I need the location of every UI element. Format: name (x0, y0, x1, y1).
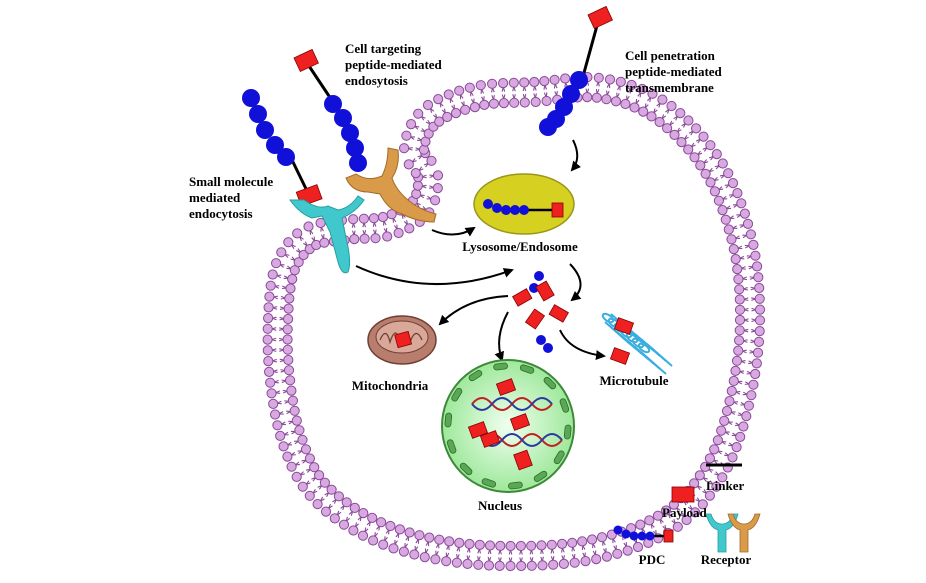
arrow-penetration-to-lysosome (570, 139, 581, 172)
lysosome-label: Lysosome/Endosome (462, 239, 578, 254)
lysosome-pdc-peptide (483, 199, 529, 215)
arrow-targeting-to-lysosome (431, 226, 476, 237)
receptor-cyan (289, 195, 365, 274)
receptor-orange (345, 147, 437, 223)
legend-linker-label: Linker (706, 478, 745, 493)
arrow-release-to-mitochondria (438, 295, 509, 326)
small-molecule-pdc (242, 89, 323, 207)
legend-pdc-label: PDC (639, 552, 666, 567)
microtubule-label: Microtubule (599, 373, 668, 388)
cell-penetration-label: Cell penetration peptide-mediated transm… (625, 48, 725, 95)
pathway-arrows (355, 139, 606, 362)
dna-helix-1 (471, 397, 553, 411)
microtubule (601, 312, 673, 375)
legend-receptor-label: Receptor (701, 552, 752, 567)
nucleus (441, 359, 575, 493)
arrow-lysosome-to-release (569, 263, 582, 302)
legend-payload-label: Payload (662, 505, 708, 520)
cell-targeting-label: Cell targeting peptide-mediated endosyto… (345, 41, 445, 88)
cell-targeting-pdc (293, 48, 367, 172)
nucleus-label: Nucleus (478, 498, 522, 513)
lysosome-endosome (473, 173, 575, 235)
legend: Linker Payload PDC Receptor (613, 463, 761, 567)
legend-receptor-orange (727, 513, 761, 553)
arrow-small-molecule-to-release (355, 265, 514, 286)
mitochondria (367, 315, 437, 365)
legend-pdc-symbol (613, 525, 674, 543)
cell-penetration-pdc (539, 5, 613, 136)
arrow-release-to-nucleus (494, 311, 509, 362)
legend-receptor-cyan (705, 513, 739, 553)
mitochondria-label: Mitochondria (352, 378, 429, 393)
arrow-release-to-microtubule (559, 329, 606, 361)
released-payloads (512, 271, 569, 353)
lysosome-payload (551, 202, 564, 218)
small-molecule-label: Small molecule mediated endocytosis (189, 174, 276, 221)
legend-payload-symbol (671, 486, 695, 503)
